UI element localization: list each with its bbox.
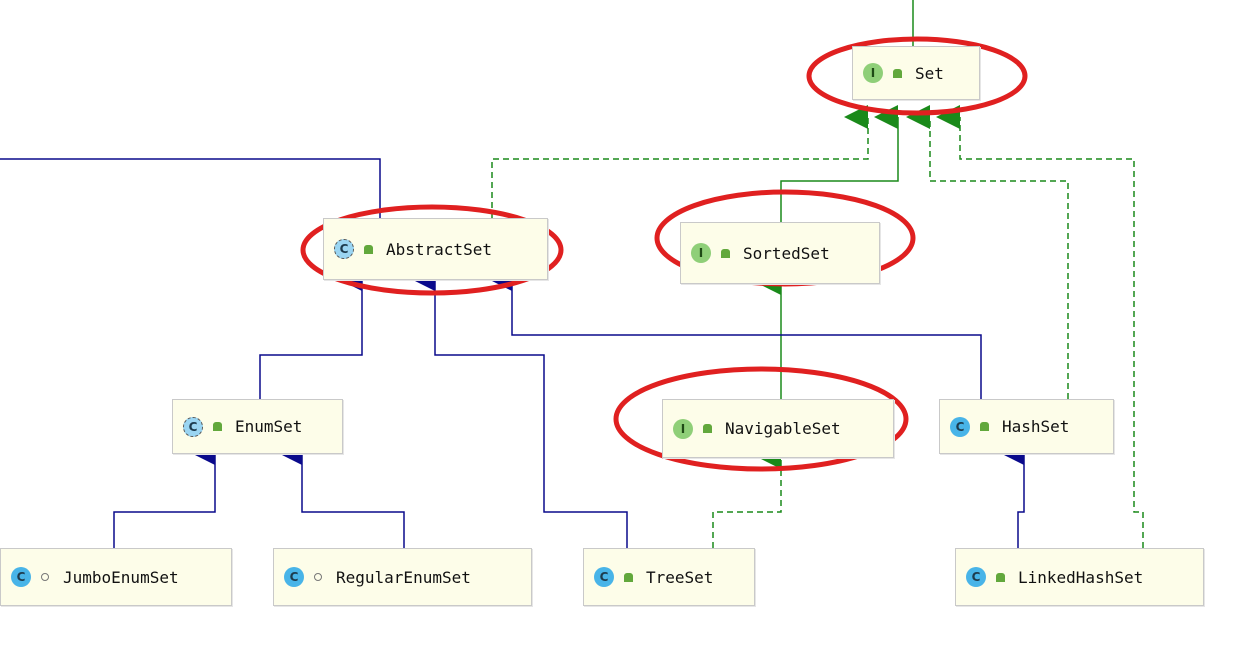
node-abstractset[interactable]: C AbstractSet [323, 218, 548, 280]
public-visibility-icon [719, 247, 731, 259]
node-hashset[interactable]: C HashSet [939, 399, 1114, 454]
package-private-visibility-icon [312, 571, 324, 583]
interface-icon: I [863, 63, 883, 83]
public-visibility-icon [622, 571, 634, 583]
node-jumboenumset[interactable]: C JumboEnumSet [0, 548, 232, 606]
node-label: RegularEnumSet [336, 567, 471, 587]
class-icon: C [11, 567, 31, 587]
node-label: TreeSet [646, 567, 714, 587]
class-icon: C [594, 567, 614, 587]
edge-regularenumset-enumset [278, 441, 405, 548]
highlight-set [806, 36, 1028, 116]
node-enumset[interactable]: C EnumSet [172, 399, 343, 454]
edge-sortedset-set [780, 105, 899, 222]
class-icon: C [284, 567, 304, 587]
edge-jumboenumset-enumset [113, 441, 216, 548]
node-sortedset[interactable]: I SortedSet [680, 222, 880, 284]
class-icon: C [950, 416, 970, 437]
public-visibility-icon [362, 243, 374, 255]
class-icon: C [966, 567, 986, 587]
interface-icon: I [673, 418, 693, 439]
public-visibility-icon [978, 421, 990, 433]
node-label: HashSet [1002, 417, 1070, 436]
interface-icon: I [691, 243, 711, 263]
node-label: Set [915, 63, 944, 83]
node-label: JumboEnumSet [63, 567, 179, 587]
highlight-navigableset [613, 366, 909, 472]
public-visibility-icon [994, 571, 1006, 583]
highlight-sortedset [654, 189, 916, 287]
public-visibility-icon [891, 67, 903, 79]
node-regularenumset[interactable]: C RegularEnumSet [273, 548, 532, 606]
edge-treeset-abstractset [411, 267, 628, 548]
edge-linkedhashset-set [936, 105, 1144, 548]
edge-abstractset-parent [0, 158, 381, 218]
node-label: LinkedHashSet [1018, 567, 1144, 587]
node-set[interactable]: I Set [852, 46, 980, 100]
abstract-class-icon: C [334, 239, 354, 259]
public-visibility-icon [701, 423, 713, 435]
node-linkedhashset[interactable]: C LinkedHashSet [955, 548, 1204, 606]
node-label: EnumSet [235, 417, 303, 436]
node-navigableset[interactable]: I NavigableSet [662, 399, 894, 458]
public-visibility-icon [211, 421, 223, 433]
node-label: SortedSet [743, 243, 830, 263]
edge-enumset-abstractset [259, 267, 363, 399]
edge-hashset-abstractset [488, 267, 982, 399]
edge-treeset-navigableset [712, 445, 782, 548]
package-private-visibility-icon [39, 571, 51, 583]
node-treeset[interactable]: C TreeSet [583, 548, 755, 606]
highlight-abstractset [300, 204, 564, 296]
edge-linkedhashset-hashset [1000, 441, 1025, 548]
edge-abstractset-set [491, 105, 869, 218]
node-label: AbstractSet [386, 239, 492, 259]
abstract-class-icon: C [183, 416, 203, 437]
node-label: NavigableSet [725, 419, 841, 438]
